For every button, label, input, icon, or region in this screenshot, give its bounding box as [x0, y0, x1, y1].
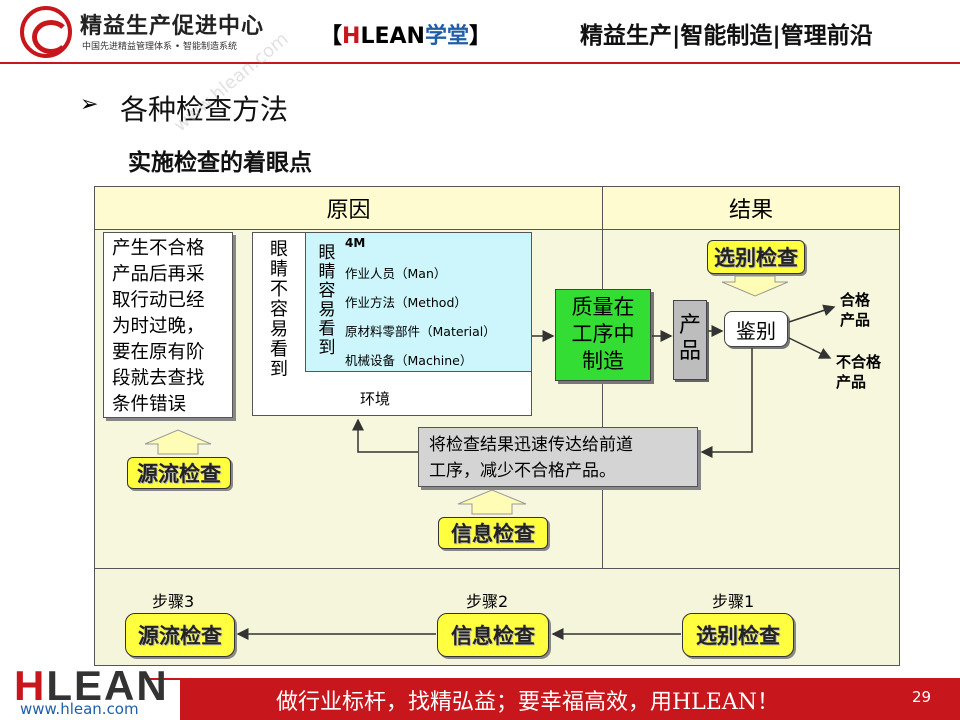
- footer-url[interactable]: www.hlean.com: [20, 700, 139, 718]
- problem-line: 段就去查找: [112, 368, 205, 389]
- sorting-inspection-tag: 选别检查: [707, 240, 805, 274]
- feedback-line: 工序，减少不合格产品。: [429, 461, 616, 481]
- problem-text-box: 产生不合格 产品后再采 取行动已经 为时过晚， 要在原有阶 段就去查找 条件错误: [103, 232, 233, 418]
- product-line: 品: [678, 339, 701, 364]
- pass-line: 产品: [840, 311, 871, 329]
- product-box: 产 品: [673, 300, 707, 380]
- logo-icon: [20, 6, 72, 58]
- cause-header: 原因: [94, 186, 603, 230]
- feedback-box: 将检查结果迅速传达给前道 工序，减少不合格产品。: [418, 427, 698, 487]
- problem-line: 条件错误: [112, 394, 187, 415]
- fourm-title: 4M: [345, 236, 366, 250]
- easy-to-see-label: 眼睛容易看到: [318, 243, 336, 358]
- fourm-item-method: 作业方法（Method）: [345, 295, 467, 310]
- problem-line: 产生不合格: [112, 238, 205, 259]
- brand-lean: LEAN: [360, 24, 425, 49]
- quality-line: 制造: [582, 349, 624, 373]
- hard-to-see-label: 眼睛不容易看到: [270, 239, 288, 380]
- column-divider: [602, 229, 603, 569]
- footer-line: [150, 678, 960, 680]
- footer-bar: [180, 680, 960, 720]
- result-header: 结果: [602, 186, 900, 230]
- environment-label: 环境: [360, 390, 391, 408]
- pass-product-label: 合格 产品: [840, 290, 880, 330]
- step1-label: 步骤1: [712, 592, 755, 611]
- step3-source-inspection: 源流检查: [125, 613, 235, 657]
- footer-logo: HLEAN: [14, 664, 169, 708]
- bullet-arrow-icon: ➢: [80, 92, 99, 117]
- brand-school: 学堂: [424, 24, 469, 49]
- brand-title: 【HLEAN学堂】: [320, 18, 491, 50]
- step2-information-inspection: 信息检查: [437, 613, 549, 657]
- problem-line: 要在原有阶: [112, 342, 205, 363]
- fourm-box: [305, 232, 532, 372]
- judge-box: 鉴别: [724, 311, 788, 347]
- org-subtitle: 中国先进精益管理体系 • 智能制造系统: [82, 42, 238, 52]
- fourm-item-material: 原材料零部件（Material）: [345, 324, 496, 339]
- step3-label: 步骤3: [152, 592, 195, 611]
- header-divider: [0, 62, 960, 64]
- brand-h: H: [342, 24, 361, 49]
- information-inspection-tag: 信息检查: [438, 517, 548, 549]
- slide-title: 各种检查方法: [120, 93, 289, 126]
- step1-sorting-inspection: 选别检查: [682, 613, 794, 657]
- slide-subtitle: 实施检查的着眼点: [128, 150, 312, 176]
- product-line: 产: [678, 313, 701, 338]
- problem-line: 取行动已经: [112, 290, 205, 311]
- brand-bracket-open: 【: [320, 24, 343, 49]
- feedback-line: 将检查结果迅速传达给前道: [429, 435, 633, 455]
- fail-product-label: 不合格 产品: [836, 352, 896, 392]
- quality-line: 质量在: [571, 295, 635, 319]
- brand-bracket-close: 】: [468, 24, 491, 49]
- quality-line: 工序中: [571, 322, 635, 346]
- footer-logo-lean: LEAN: [46, 662, 169, 709]
- footer-slogan: 做行业标杆，找精弘益；要幸福高效，用HLEAN！: [276, 690, 779, 715]
- problem-line: 为时过晚，: [112, 316, 205, 337]
- problem-line: 产品后再采: [112, 264, 205, 285]
- header-tagline: 精益生产|智能制造|管理前沿: [580, 23, 873, 49]
- fail-line: 产品: [836, 373, 867, 391]
- fail-line: 不合格: [836, 353, 882, 371]
- page-number: 29: [912, 688, 932, 706]
- footer-logo-h: H: [14, 662, 47, 709]
- source-inspection-tag: 源流检查: [127, 457, 231, 489]
- org-name: 精益生产促进中心: [80, 14, 265, 39]
- fourm-item-man: 作业人员（Man）: [345, 266, 447, 281]
- pass-line: 合格: [840, 291, 871, 309]
- fourm-item-machine: 机械设备（Machine）: [345, 353, 473, 368]
- quality-in-process-box: 质量在 工序中 制造: [555, 289, 651, 381]
- step2-label: 步骤2: [466, 592, 509, 611]
